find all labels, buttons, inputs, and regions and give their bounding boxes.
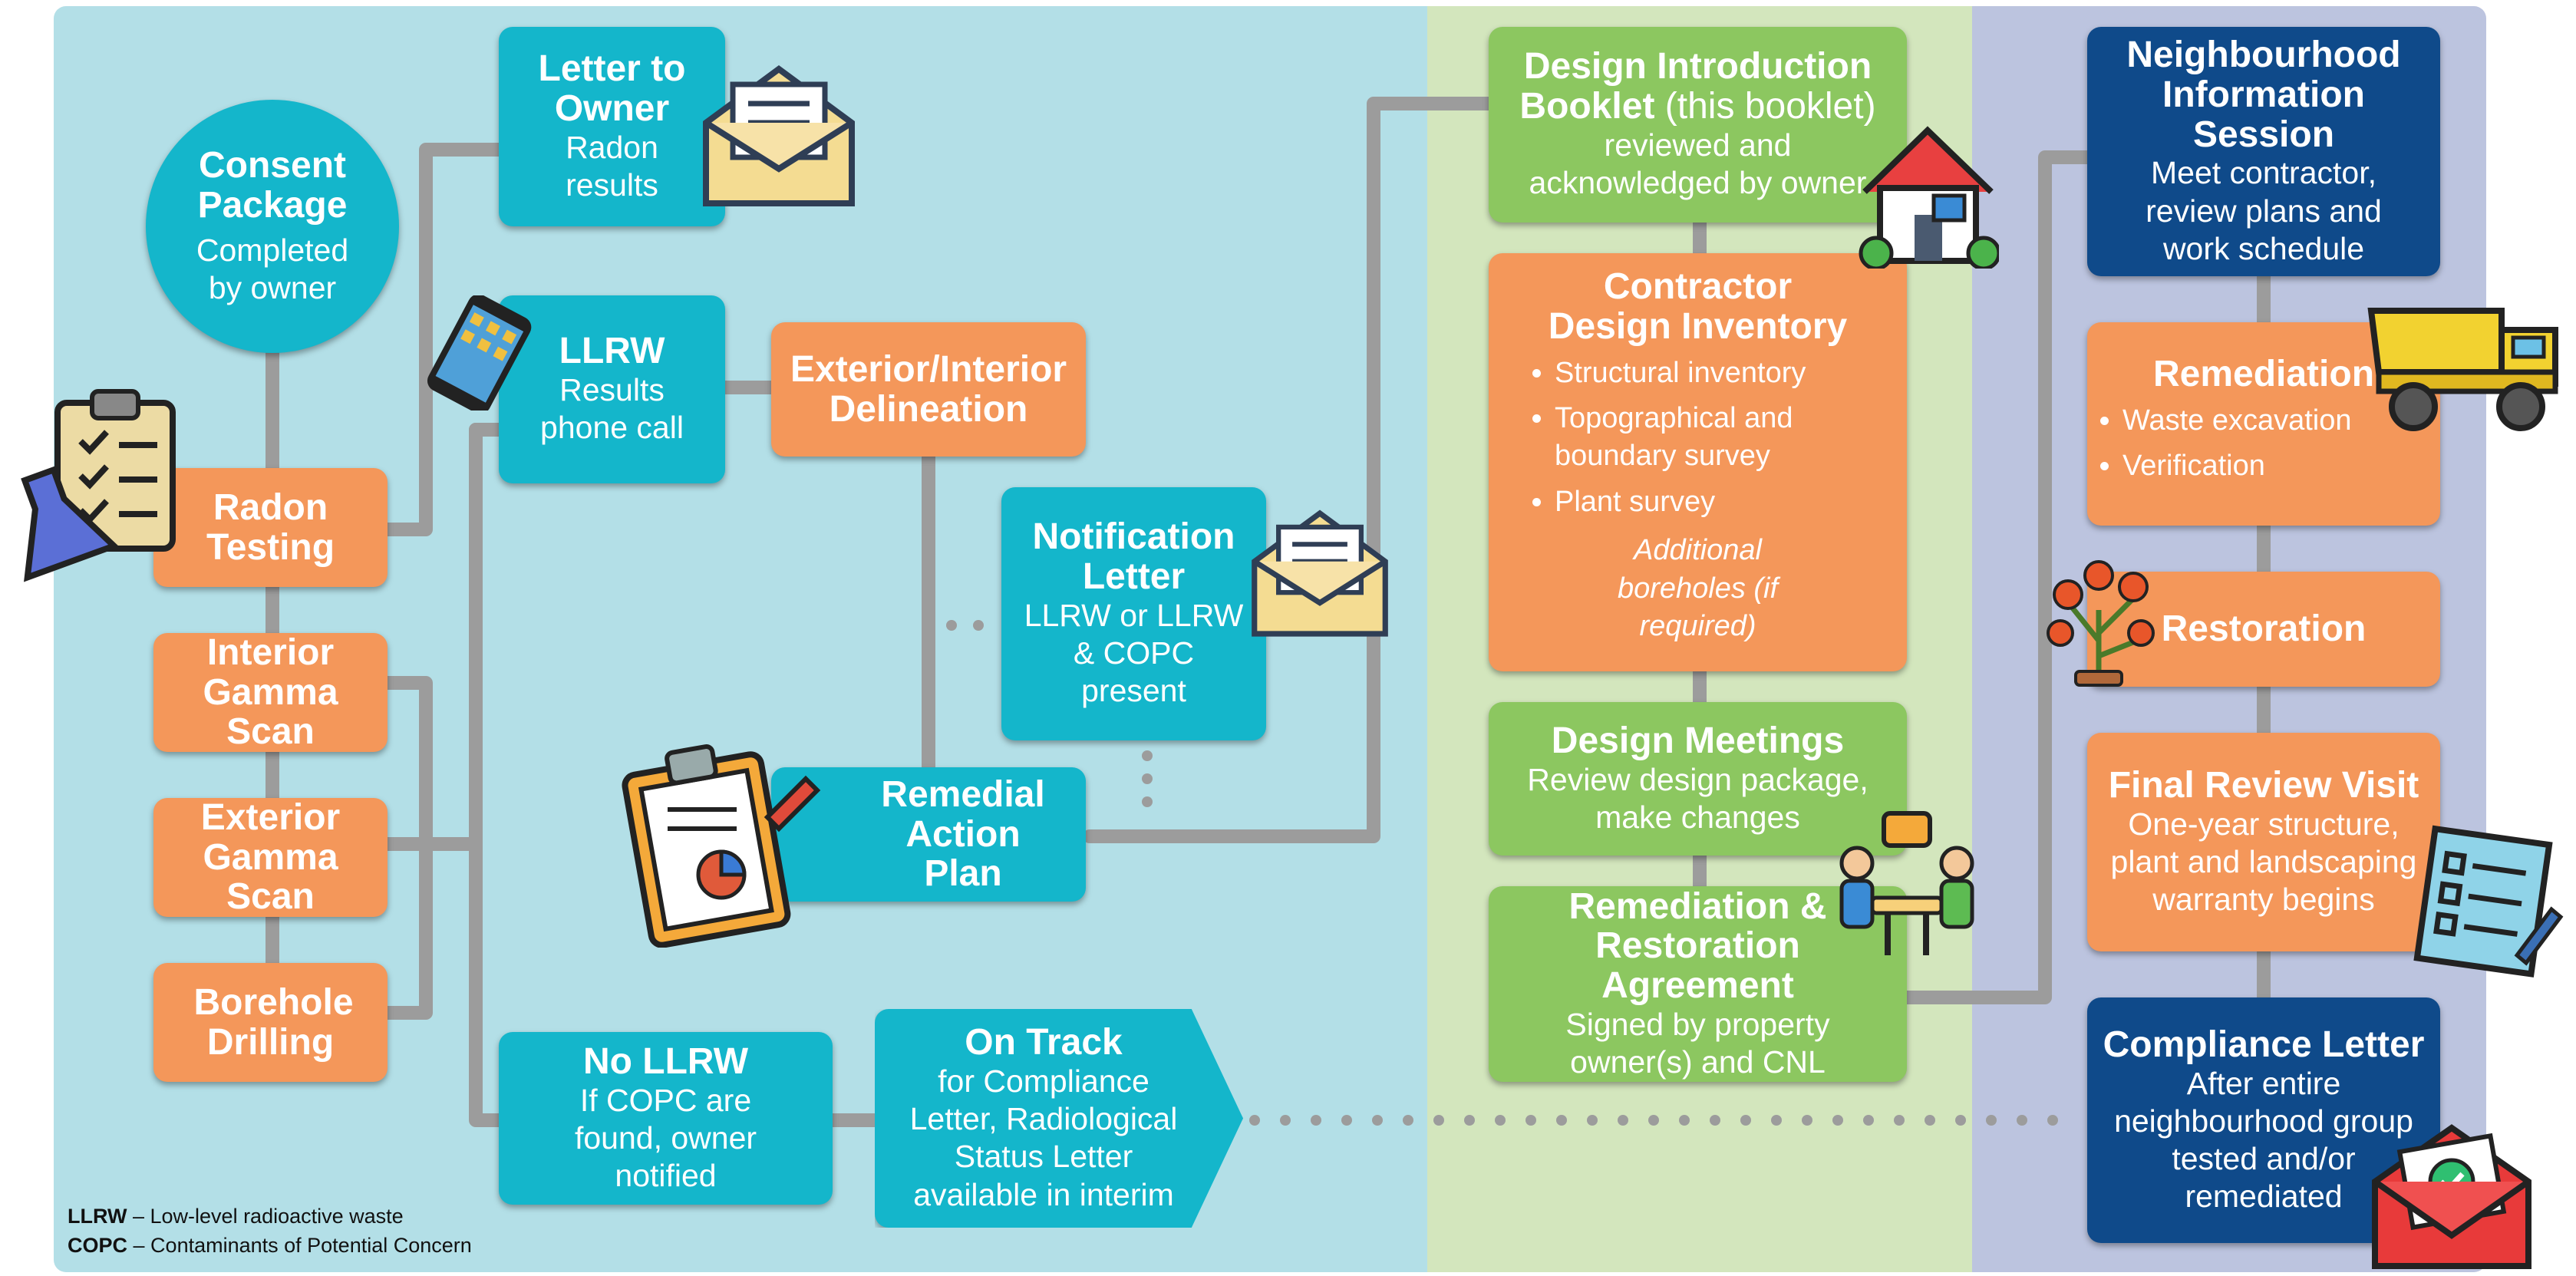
contractor-note: Additional boreholes (if required) [1617,534,1779,642]
compliance-letter-node: Compliance Letter After entire neighbour… [2087,997,2440,1243]
remediation-list: Waste excavation Verification [2099,394,2428,493]
agreement-node: Remediation & Restoration Agreement Sign… [1489,886,1907,1082]
meeting-icon [1839,811,1974,955]
legend-text: – Contaminants of Potential Concern [133,1234,472,1257]
final-review-node: Final Review Visit One-year structure, p… [2087,733,2440,951]
legend-text: – Low-level radioactive waste [133,1205,404,1228]
agreement-title: Remediation & Restoration Agreement [1568,885,1827,1007]
on-track-sub: for Compliance Letter, Radiological Stat… [909,1063,1178,1212]
remedial-title: Remedial Action Plan [881,773,1045,895]
dump-truck-icon [2367,308,2558,431]
contractor-title: Contractor Design Inventory [1548,266,1848,347]
delineation-node: Exterior/Interior Delineation [771,322,1086,457]
radon-testing-node: Radon Testing [153,468,388,587]
envelope-icon [1252,509,1388,637]
final-review-title: Final Review Visit [2108,764,2419,806]
envelope-check-icon [2372,1124,2531,1269]
final-review-sub: One-year structure, plant and landscapin… [2110,806,2417,917]
remediation-title: Remediation [2152,354,2375,395]
no-llrw-node: No LLRW If COPC are found, owner notifie… [499,1032,833,1205]
clipboard-chart-icon [622,744,821,948]
radon-title: Radon Testing [206,486,335,568]
exterior-gamma-node: Exterior Gamma Scan [153,796,388,918]
interior-title: Interior Gamma Scan [203,631,338,753]
design-meetings-node: Design Meetings Review design package, m… [1489,702,1907,856]
no-llrw-title: No LLRW [582,1040,749,1082]
on-track-title: On Track [965,1022,1123,1063]
notification-sub: LLRW or LLRW & COPC present [1024,598,1244,709]
design-meetings-title: Design Meetings [1551,720,1845,761]
compliance-sub: After entire neighbourhood group tested … [2114,1065,2413,1215]
llrw-node: LLRW Results phone call [499,295,725,483]
legend-abbr: COPC [68,1234,128,1257]
design-meetings-sub: Review design package, make changes [1527,761,1869,835]
legend-llrw: LLRW – Low-level radioactive waste [68,1205,404,1228]
design-intro-extra: (this booklet) [1664,86,1876,127]
contractor-item: Structural inventory [1555,354,1895,392]
checklist-scroll-icon [2413,825,2564,978]
remediation-item: Waste excavation [2122,402,2428,440]
letter-owner-title: Letter to Owner [538,48,686,129]
notification-title: Notification Letter [1032,516,1235,598]
consent-sub: Completed by owner [196,232,349,305]
neighbourhood-session-node: Neighbourhood Information Session Meet c… [2087,27,2440,276]
contractor-item: Plant survey [1555,483,1895,521]
smartphone-icon [427,295,532,410]
contractor-inventory-node: Contractor Design Inventory Structural i… [1489,253,1907,671]
flower-plant-icon [2047,560,2155,687]
consent-title: Consent Package [197,144,348,226]
clipboard-flask-icon [21,389,176,582]
legend-abbr: LLRW [68,1205,127,1228]
interior-gamma-node: Interior Gamma Scan [153,631,388,753]
llrw-sub: Results phone call [540,372,684,446]
restoration-title: Restoration [2161,608,2367,650]
compliance-title: Compliance Letter [2103,1024,2425,1065]
remediation-item: Verification [2122,447,2428,485]
house-icon [1859,126,1999,269]
contractor-item: Topographical and boundary survey [1555,400,1895,476]
borehole-drilling-node: Borehole Drilling [153,963,388,1082]
contractor-list: Structural inventory Topographical and b… [1501,347,1895,529]
llrw-title: LLRW [559,331,665,372]
letter-to-owner-node: Letter to Owner Radon results [499,27,725,226]
design-intro-node: Design Introduction Booklet (this bookle… [1489,27,1907,223]
on-track-node: On Track for Compliance Letter, Radiolog… [875,1009,1243,1228]
design-intro-title: Design Introduction Booklet [1519,46,1872,127]
design-intro-title-wrap: Design Introduction Booklet (this bookle… [1518,47,1878,127]
no-llrw-sub: If COPC are found, owner notified [574,1082,757,1193]
neighbourhood-title: Neighbourhood Information Session [2126,34,2401,155]
consent-package-node: Consent Package Completed by owner [146,100,399,353]
legend-copc: COPC – Contaminants of Potential Concern [68,1234,472,1258]
envelope-icon [703,65,855,206]
exterior-title: Exterior Gamma Scan [200,796,341,918]
delineation-title: Exterior/Interior Delineation [790,348,1067,430]
letter-owner-sub: Radon results [566,129,658,203]
borehole-title: Borehole Drilling [193,981,354,1063]
neighbourhood-sub: Meet contractor, review plans and work s… [2146,155,2382,266]
agreement-sub: Signed by property owner(s) and CNL [1565,1007,1830,1080]
notification-letter-node: Notification Letter LLRW or LLRW & COPC … [1001,487,1266,740]
design-intro-sub: reviewed and acknowledged by owner [1529,127,1867,201]
remedial-action-plan-node: Remedial Action Plan [771,767,1086,902]
